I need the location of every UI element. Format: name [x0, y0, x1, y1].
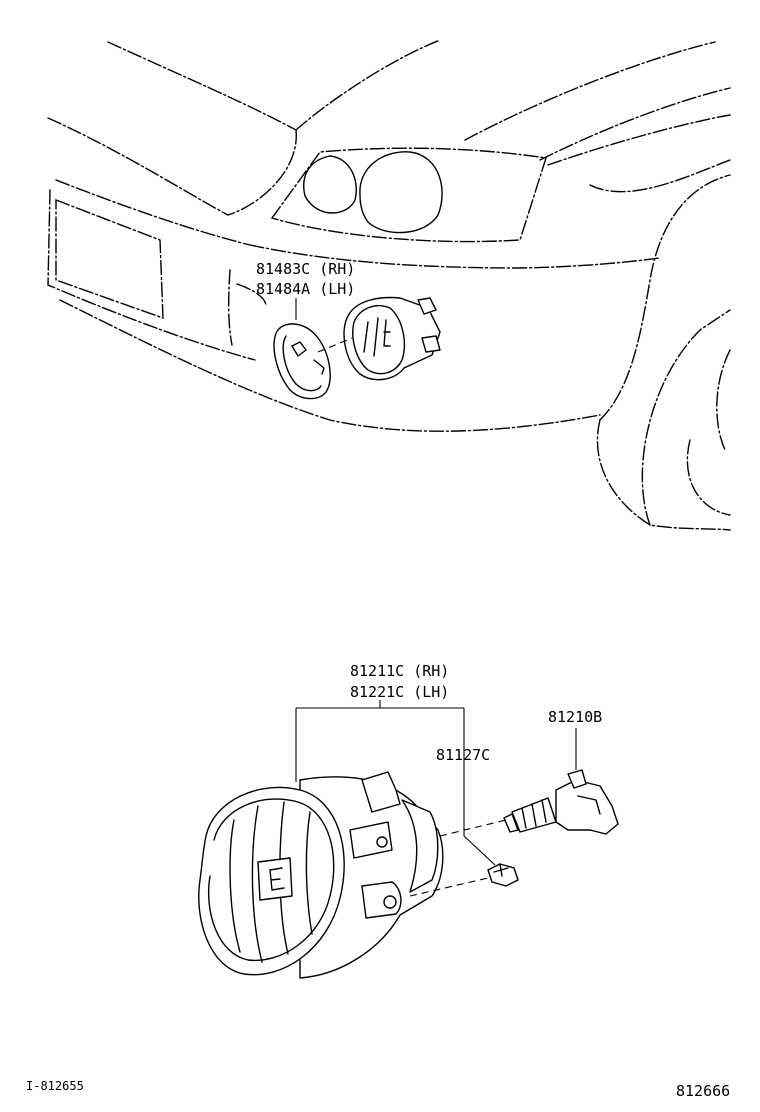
- label-81210b: 81210B: [548, 708, 602, 726]
- screw-81127c: [487, 863, 519, 887]
- bulb-81210b: [503, 769, 619, 835]
- label-81211c-rh: 81211C (RH): [350, 662, 449, 680]
- fog-lamp-assembly: [198, 771, 444, 979]
- leader-dashed-bulb: [439, 819, 507, 837]
- page-ref: 812666: [676, 1082, 730, 1100]
- label-81484a-lh: 81484A (LH): [256, 280, 355, 298]
- illustration-ref: I-812655: [26, 1079, 84, 1093]
- vehicle-front-outline: [47, 39, 731, 531]
- leader-screw: [463, 835, 496, 866]
- label-81127c: 81127C: [436, 746, 490, 764]
- fog-lamp-cover-small: [273, 323, 331, 400]
- leader-dashed-screw: [409, 877, 489, 897]
- bracket-leader-lamp: [295, 700, 465, 836]
- leader-dashed-upper: [317, 337, 353, 353]
- label-81483c-rh: 81483C (RH): [256, 260, 355, 278]
- label-81221c-lh: 81221C (LH): [350, 683, 449, 701]
- fog-lamp-upper: [343, 296, 441, 381]
